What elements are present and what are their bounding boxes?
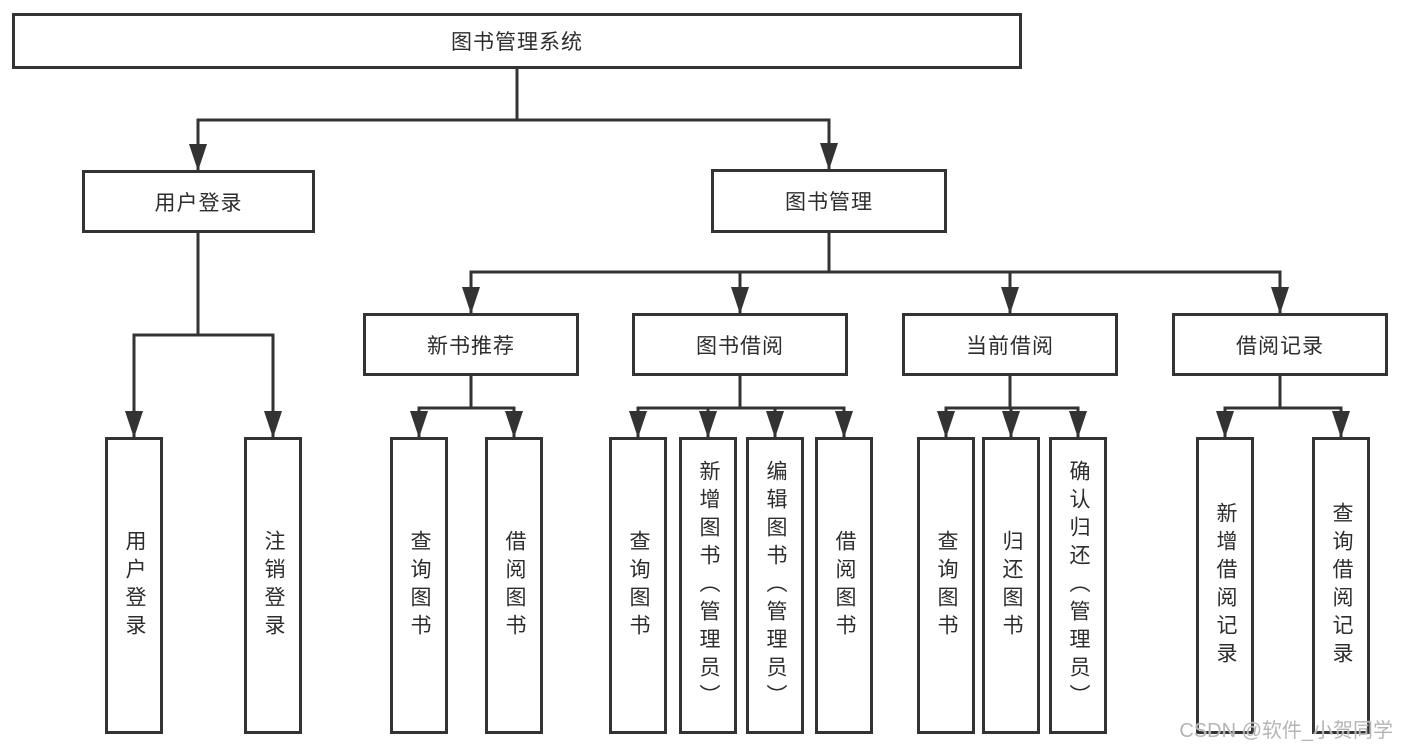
- node-current-borrow-label: 当前借阅: [966, 334, 1054, 358]
- leaf-recommend-query-books: 查询图书: [390, 437, 448, 734]
- leaf-add-borrow-record: 新增借阅记录: [1196, 437, 1254, 734]
- edge-book-g1: [731, 233, 831, 314]
- node-current-borrow: 当前借阅: [902, 313, 1118, 376]
- leaf-confirm-return-admin: 确认归还（管理员）: [1049, 437, 1107, 734]
- node-user-login-branch: 用户登录: [82, 170, 315, 233]
- node-new-book-recommend-label: 新书推荐: [427, 334, 515, 358]
- leaf-query-borrow-record-label: 查询借阅记录: [1330, 501, 1353, 670]
- leaf-recommend-query-books-label: 查询图书: [408, 529, 431, 642]
- edge-user-login: [125, 233, 200, 438]
- leaf-recommend-borrow-books: 借阅图书: [485, 437, 543, 734]
- node-book-management-branch: 图书管理: [711, 169, 947, 233]
- leaf-add-books-admin-label: 新增图书（管理员）: [697, 459, 720, 712]
- leaf-query-borrow-record: 查询借阅记录: [1312, 437, 1370, 734]
- leaf-logout-label: 注销登录: [262, 529, 285, 642]
- edge-g0-1: [469, 376, 523, 438]
- edge-g2-2: [1008, 376, 1087, 438]
- node-book-borrow-label: 图书借阅: [696, 334, 784, 358]
- leaf-recommend-borrow-books-label: 借阅图书: [503, 529, 526, 642]
- node-book-borrow: 图书借阅: [632, 313, 848, 376]
- leaf-edit-books-admin: 编辑图书（管理员）: [746, 437, 804, 734]
- node-user-login-label: 用户登录: [154, 191, 243, 215]
- leaf-user-login-label: 用户登录: [123, 529, 146, 642]
- edge-root-book: [515, 69, 838, 170]
- node-root: 图书管理系统: [12, 13, 1022, 69]
- node-borrow-records-label: 借阅记录: [1236, 334, 1324, 358]
- leaf-confirm-return-admin-label: 确认归还（管理员）: [1067, 459, 1090, 712]
- leaf-return-books: 归还图书: [982, 437, 1040, 734]
- leaf-borrow-query-books: 查询图书: [609, 437, 667, 734]
- leaf-current-query-books-label: 查询图书: [935, 529, 958, 642]
- edge-g3-0: [1216, 376, 1282, 438]
- leaf-borrow-query-books-label: 查询图书: [627, 529, 650, 642]
- edge-root-user: [189, 69, 519, 171]
- edge-g0-0: [410, 376, 473, 438]
- node-book-management-label: 图书管理: [785, 191, 873, 214]
- leaf-add-borrow-record-label: 新增借阅记录: [1214, 501, 1237, 670]
- node-borrow-records: 借阅记录: [1172, 313, 1388, 376]
- csdn-watermark: CSDN @软件_小贺同学: [1179, 720, 1393, 742]
- leaf-borrow-books: 借阅图书: [815, 437, 873, 734]
- leaf-return-books-label: 归还图书: [1000, 529, 1023, 642]
- edge-g2-0: [937, 376, 1012, 438]
- edge-g1-1: [699, 376, 742, 438]
- edge-book-g3: [827, 233, 1289, 314]
- edge-g3-1: [1278, 376, 1350, 438]
- leaf-logout: 注销登录: [244, 437, 302, 734]
- edge-user-logout: [196, 233, 282, 438]
- leaf-user-login: 用户登录: [105, 437, 163, 734]
- node-new-book-recommend: 新书推荐: [363, 313, 579, 376]
- leaf-current-query-books: 查询图书: [917, 437, 975, 734]
- edge-g1-3: [738, 376, 853, 438]
- leaf-edit-books-admin-label: 编辑图书（管理员）: [764, 459, 787, 712]
- leaf-borrow-books-label: 借阅图书: [833, 529, 856, 642]
- node-root-label: 图书管理系统: [451, 31, 583, 54]
- leaf-add-books-admin: 新增图书（管理员）: [679, 437, 737, 734]
